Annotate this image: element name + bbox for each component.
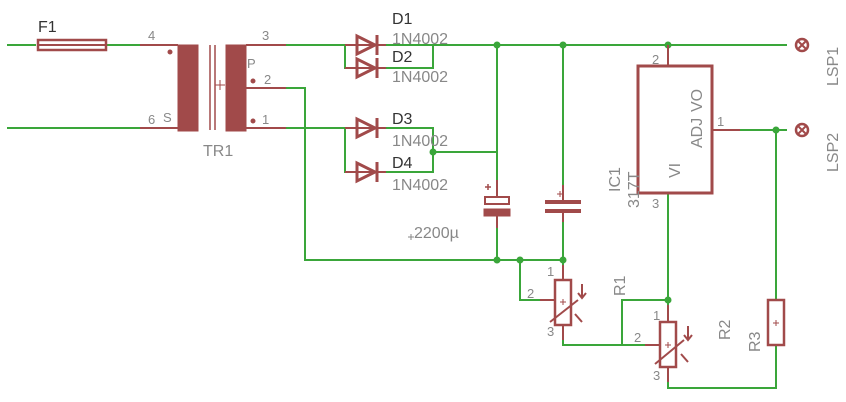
- tr-pin-4: 4: [148, 28, 155, 43]
- r3-label: R3: [747, 331, 764, 352]
- ic1-vo-label: VO: [689, 89, 706, 112]
- junctions: [429, 41, 780, 304]
- transformer-tr1[interactable]: 4 6 3 2 1 S P TR1: [140, 28, 286, 160]
- tr-side-s: S: [163, 110, 172, 125]
- r1-pin-1: 1: [547, 264, 554, 279]
- d1-value: 1N4002: [392, 31, 448, 48]
- r2-label: R2: [717, 319, 734, 340]
- d4-value: 1N4002: [392, 177, 448, 194]
- d2-name: D2: [392, 49, 413, 66]
- tr-pin-6: 6: [148, 112, 155, 127]
- diode-d3[interactable]: D3 1N4002: [345, 111, 448, 150]
- tr-pin-1: 1: [262, 112, 269, 127]
- capacitor[interactable]: [545, 185, 581, 222]
- d4-name: D4: [392, 155, 413, 172]
- r2-pin-3: 3: [653, 368, 660, 383]
- resistor-r3[interactable]: R3: [747, 298, 786, 352]
- ic1-pin-vi: 3: [652, 196, 659, 211]
- trimmer-r2[interactable]: 1 2 3 R2: [634, 305, 734, 383]
- ic1-pin-adj: 1: [717, 114, 724, 129]
- ic1-value: 317T: [626, 171, 643, 208]
- ic1-pin-vo: 2: [652, 52, 659, 67]
- lsp2-label: LSP2: [825, 133, 842, 172]
- fuse-label: F1: [38, 19, 57, 36]
- d3-value: 1N4002: [392, 133, 448, 150]
- d1-name: D1: [392, 11, 413, 28]
- fuse-f1[interactable]: F1: [36, 19, 108, 52]
- ic1-vi-label: VI: [667, 163, 684, 178]
- transformer-label: TR1: [203, 143, 233, 160]
- ic1-name: IC1: [607, 167, 624, 192]
- electrolytic-capacitor[interactable]: 2200µ: [408, 180, 511, 242]
- trimmer-r1[interactable]: 1 2 3 R1: [527, 264, 629, 340]
- connector-lsp2[interactable]: LSP2: [794, 122, 842, 172]
- r2-pin-1: 1: [653, 308, 660, 323]
- r1-label: R1: [612, 275, 629, 296]
- r2-pin-2: 2: [634, 330, 641, 345]
- lsp1-label: LSP1: [825, 47, 842, 86]
- d2-value: 1N4002: [392, 69, 448, 86]
- tr-side-p: P: [247, 56, 256, 71]
- wires: [7, 44, 787, 389]
- diode-d2[interactable]: D2 1N4002: [345, 49, 448, 86]
- regulator-ic1[interactable]: 2 1 3 VO ADJ VI IC1 317T: [607, 45, 740, 211]
- ic1-adj-label: ADJ: [689, 118, 706, 148]
- diode-d1[interactable]: D1 1N4002: [345, 11, 448, 57]
- capacitor-value: 2200µ: [414, 225, 459, 242]
- connector-lsp1[interactable]: LSP1: [794, 37, 842, 86]
- r1-pin-2: 2: [527, 286, 534, 301]
- d3-name: D3: [392, 111, 413, 128]
- r1-pin-3: 3: [547, 324, 554, 339]
- diode-d4[interactable]: D4 1N4002: [345, 155, 448, 194]
- tr-pin-2: 2: [264, 72, 271, 87]
- tr-pin-3: 3: [262, 28, 269, 43]
